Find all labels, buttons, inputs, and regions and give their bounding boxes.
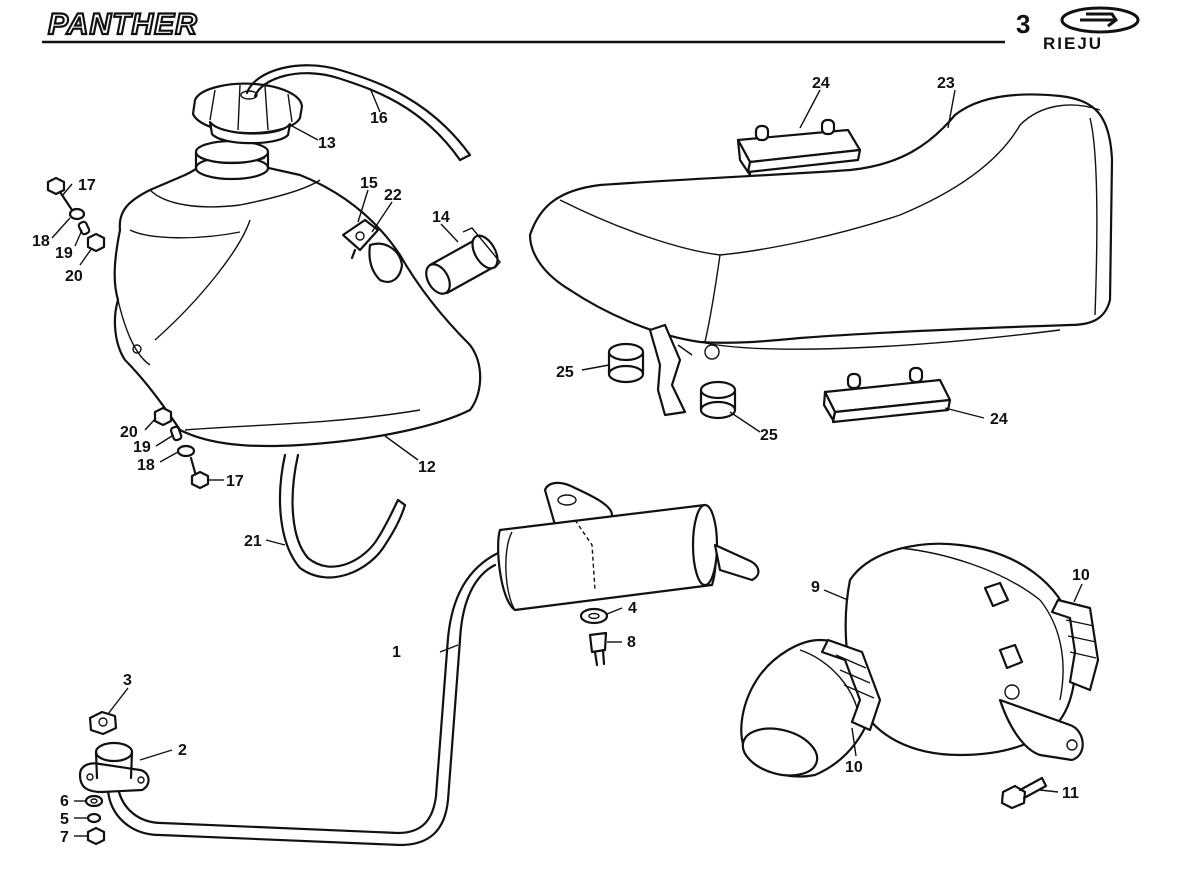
callout-5: 5 bbox=[60, 811, 69, 828]
seat-rubber-block-lower bbox=[822, 366, 952, 424]
callout-19-upper: 19 bbox=[55, 245, 73, 262]
callout-24-lower: 24 bbox=[990, 411, 1008, 428]
callout-14: 14 bbox=[432, 209, 450, 226]
callout-22: 22 bbox=[384, 187, 402, 204]
intake-connector bbox=[425, 227, 501, 295]
air-filter-box bbox=[740, 542, 1100, 778]
callout-18-lower: 18 bbox=[137, 457, 155, 474]
callout-16: 16 bbox=[370, 110, 388, 127]
callout-17-lower: 17 bbox=[226, 473, 244, 490]
callout-19-lower: 19 bbox=[133, 439, 151, 456]
callout-8: 8 bbox=[627, 634, 636, 651]
muffler-washer bbox=[579, 607, 609, 625]
callout-2: 2 bbox=[178, 742, 187, 759]
muffler-bolt bbox=[588, 631, 608, 667]
washer-5 bbox=[86, 812, 102, 824]
breather-hose bbox=[245, 64, 472, 162]
callout-17-upper: 17 bbox=[78, 177, 96, 194]
callout-11: 11 bbox=[1062, 785, 1079, 802]
fuel-cap bbox=[191, 82, 304, 145]
fuel-hose bbox=[278, 453, 407, 579]
seat bbox=[528, 93, 1114, 417]
callout-10-left: 10 bbox=[845, 759, 863, 776]
callout-24-upper: 24 bbox=[812, 75, 830, 92]
model-name-logo: PANTHER bbox=[48, 8, 198, 41]
callout-18-upper: 18 bbox=[32, 233, 50, 250]
muffler bbox=[497, 481, 760, 612]
callout-13: 13 bbox=[318, 135, 336, 152]
callout-6: 6 bbox=[60, 793, 69, 810]
callout-4: 4 bbox=[628, 600, 637, 617]
fasteners-lower bbox=[153, 406, 210, 490]
callout-10-right: 10 bbox=[1072, 567, 1090, 584]
flange-nut bbox=[88, 710, 118, 736]
seat-bushing-right bbox=[699, 380, 737, 420]
callout-3: 3 bbox=[123, 672, 132, 689]
airbox-bolt bbox=[1000, 776, 1048, 810]
callout-9: 9 bbox=[811, 579, 820, 596]
leader-lines bbox=[51, 87, 1083, 837]
header: PANTHER 3 RIEJU bbox=[42, 6, 1140, 53]
brand-name: RIEJU bbox=[1043, 34, 1103, 53]
rieju-logo: RIEJU bbox=[1043, 6, 1140, 53]
callout-1: 1 bbox=[392, 644, 401, 661]
page-number: 3 bbox=[1016, 9, 1030, 39]
seat-bushing-left bbox=[607, 342, 645, 384]
callout-7: 7 bbox=[60, 829, 69, 846]
callout-12: 12 bbox=[418, 459, 436, 476]
exhaust-pipe bbox=[78, 551, 500, 847]
callout-21: 21 bbox=[244, 533, 262, 550]
nut-7 bbox=[86, 826, 106, 846]
callout-25-right: 25 bbox=[760, 427, 778, 444]
callout-15: 15 bbox=[360, 175, 378, 192]
fasteners-upper bbox=[46, 176, 106, 253]
callout-20-upper: 20 bbox=[65, 268, 83, 285]
callout-25-left: 25 bbox=[556, 364, 574, 381]
callout-23: 23 bbox=[937, 75, 955, 92]
washer-6 bbox=[84, 794, 104, 808]
petcock-bracket bbox=[341, 218, 380, 260]
fuel-tank bbox=[113, 139, 482, 448]
callouts: 1 2 3 4 5 6 7 8 9 10 10 11 12 13 14 15 1… bbox=[32, 75, 1090, 846]
callout-20-lower: 20 bbox=[120, 424, 138, 441]
seat-rubber-block-upper bbox=[736, 118, 862, 177]
